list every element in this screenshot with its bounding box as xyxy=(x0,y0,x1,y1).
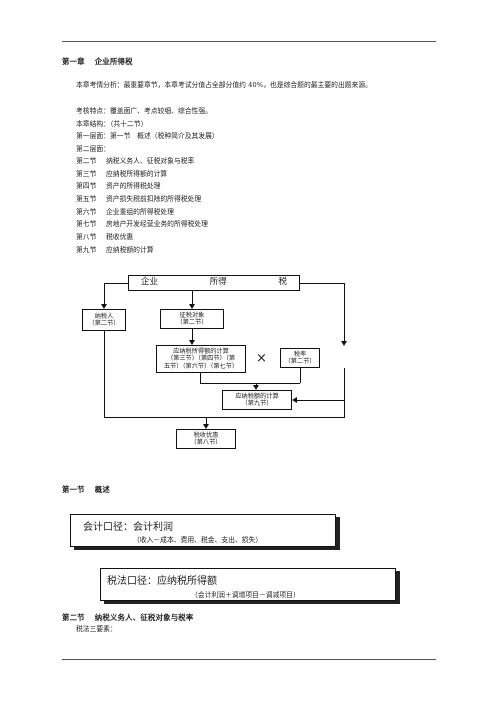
section-item: 第六节企业重组的所得税处理 xyxy=(76,208,174,216)
arrow-down-icon xyxy=(101,304,107,309)
box-shadow xyxy=(336,517,340,549)
level-one: 第一层面：第一节 概述（税种简介及其发展） xyxy=(76,132,219,140)
box-shadow xyxy=(396,571,400,604)
arrow-left-icon xyxy=(292,397,297,403)
arrow-down-icon xyxy=(341,341,347,346)
arrow-down-icon xyxy=(189,340,195,345)
accounting-formula: （收入－成本、费用、税金、支出、损失） xyxy=(133,536,263,544)
chapter-heading: 第一章企业所得税 xyxy=(62,56,133,67)
connector-line xyxy=(344,368,345,418)
chapter-name: 企业所得税 xyxy=(94,57,133,66)
section-item: 第七节房地产开发经营业务的所得税处理 xyxy=(76,220,208,228)
level-two: 第二层面： xyxy=(76,145,110,153)
tax-preference-box: 税收优惠 （第八节） xyxy=(176,429,236,449)
connector-line xyxy=(104,283,105,304)
section-item: 第二节纳税义务人、征税对象与税率 xyxy=(76,157,195,165)
connector-line xyxy=(104,331,105,417)
connector-line xyxy=(344,283,345,341)
tax-law-box: 税法口径：应纳税所得额 （会计利润＋调增项目－调减项目） xyxy=(100,568,396,601)
header-rule xyxy=(62,41,436,42)
footer-rule xyxy=(62,659,436,660)
connector-line xyxy=(206,417,207,425)
connector-line xyxy=(300,283,344,284)
tax-rate-box: 税率 （第二节） xyxy=(280,348,320,368)
connector-line xyxy=(104,283,128,284)
tax-object-box: 征税对象 （第二节） xyxy=(160,309,224,329)
taxable-income-box: 应纳税所得额的计算 （第三节）（第四节）（第 五节）（第六节）（第七节） xyxy=(156,345,246,373)
tax-law-formula: （会计利润＋调增项目－调减项目） xyxy=(191,591,300,599)
connector-line xyxy=(300,368,301,383)
section-item: 第八节税收优惠 xyxy=(76,233,134,241)
arrow-down-icon xyxy=(203,424,209,429)
section-item: 第九节应纳税额的计算 xyxy=(76,246,154,254)
connector-line xyxy=(200,373,201,383)
diagram-top-box: 企业 所得 税 xyxy=(128,275,300,291)
tax-payable-box: 应纳税额的计算 （第九节） xyxy=(222,390,292,410)
section-item: 第三节应纳税所得额的计算 xyxy=(76,170,168,178)
box-shadow xyxy=(74,547,340,550)
connector-line xyxy=(200,383,300,384)
section-one-heading: 第一节概述 xyxy=(62,485,110,494)
connector-line xyxy=(192,291,193,304)
multiply-icon: × xyxy=(256,351,267,366)
section-item: 第四节资产的所得税处理 xyxy=(76,182,161,190)
arrow-down-icon xyxy=(189,304,195,309)
section-item: 第五节资产损失税前扣除的所得税处理 xyxy=(76,195,202,203)
section-two-heading: 第二节纳税义务人、征税对象与税率 xyxy=(62,613,194,622)
chapter-structure: 本章结构：（共十二节） xyxy=(76,120,148,128)
accounting-box: 会计口径：会计利润 （收入－成本、费用、税金、支出、损失） xyxy=(70,514,336,547)
three-elements: 税法三要素： xyxy=(76,625,117,633)
accounting-title: 会计口径：会计利润 xyxy=(83,522,173,533)
intro-paragraph: 本章考情分析：最重要章节，本章考试分值占全部分值约 40%，也是综合题的最主要的… xyxy=(76,81,372,89)
taxpayer-box: 纳税人 （第二节） xyxy=(82,309,126,331)
connector-line xyxy=(297,400,345,401)
arrow-down-icon xyxy=(253,385,259,390)
connector-line xyxy=(256,383,257,386)
chapter-number: 第一章 xyxy=(62,57,85,66)
box-shadow xyxy=(104,601,400,604)
connector-line xyxy=(192,329,193,340)
connector-line xyxy=(104,417,345,418)
tax-law-title: 税法口径：应纳税所得额 xyxy=(107,576,217,587)
exam-features: 考核特点：覆盖面广、考点较细、综合性强。 xyxy=(76,107,212,115)
